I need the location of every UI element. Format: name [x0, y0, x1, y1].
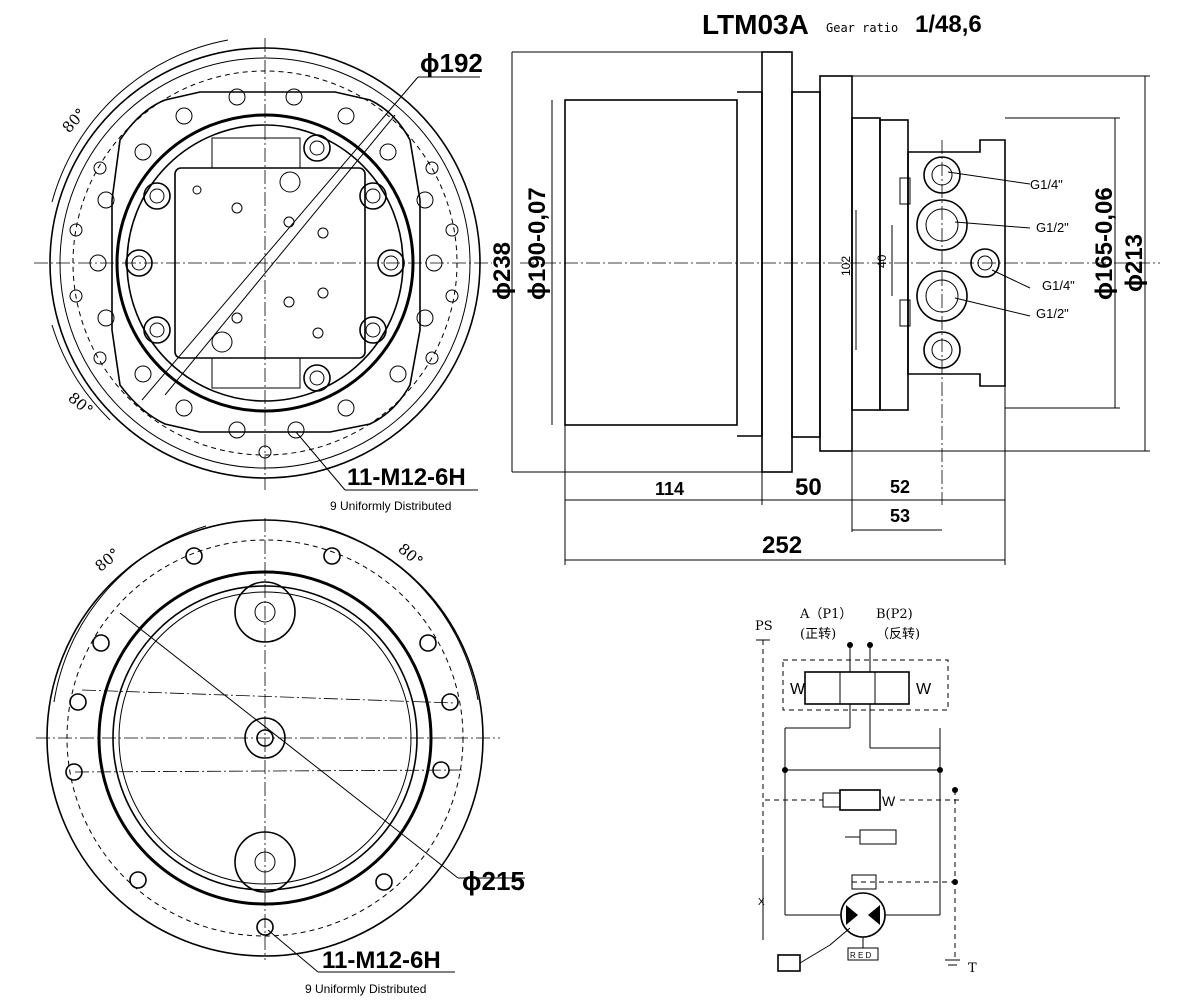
label-port-a-dir: (正转): [800, 627, 836, 642]
label-w-left: W: [790, 681, 806, 698]
dim-102: 102: [839, 256, 853, 276]
label-w-right: W: [916, 681, 932, 698]
label-ps: PS: [755, 619, 773, 634]
label-red: R E D: [850, 951, 872, 960]
dim-114: 114: [655, 479, 684, 499]
top-thread-note: 9 Uniformly Distributed: [330, 499, 451, 513]
port-g12-a: G1/2": [1036, 220, 1069, 235]
side-view: G1/4" G1/2" G1/4" G1/2" ϕ238 ϕ190-0,07 1…: [489, 51, 1160, 565]
label-port-a: A（P1）: [799, 607, 852, 622]
bottom-dim-215: ϕ215: [462, 866, 525, 896]
port-g12-b: G1/2": [1036, 306, 1069, 321]
inner-bolt-holes: [125, 134, 405, 392]
top-angle-lower: 80°: [65, 389, 97, 420]
hydraulic-schematic: PS A（P1） (正转) B(P2) （反转) W W W: [755, 607, 977, 976]
dim-238: ϕ238: [489, 242, 516, 300]
label-port-b-dir: （反转): [876, 627, 920, 642]
dim-52: 52: [890, 477, 910, 497]
gear-ratio-label: Gear ratio: [826, 21, 898, 35]
dim-252: 252: [762, 532, 802, 559]
dim-50: 50: [795, 474, 822, 501]
dim-165: ϕ165-0,06: [1091, 187, 1118, 300]
top-thread-label: 11-M12-6H: [347, 464, 466, 491]
hub-bolt-holes: [65, 547, 459, 936]
bottom-angle-left: 80°: [92, 544, 124, 575]
dim-53: 53: [890, 506, 910, 526]
model-name: LTM03A: [702, 9, 809, 40]
port-g14-b: G1/4": [1042, 278, 1075, 293]
port-g14-a: G1/4": [1030, 177, 1063, 192]
gear-ratio-value: 1/48,6: [915, 11, 982, 38]
outer-bolt-holes: [69, 88, 459, 459]
dim-40: 40: [875, 254, 889, 268]
label-x: X: [758, 897, 765, 908]
dim-213: ϕ213: [1121, 234, 1148, 292]
label-t: T: [968, 961, 977, 976]
bottom-view: ϕ215 80° 80° 11-M12-6H 9 Uniformly Distr…: [36, 518, 525, 996]
top-dim-192: ϕ192: [420, 48, 483, 78]
top-view: 80° 80° ϕ192 11-M12-6H 9 Uniformly Distr…: [34, 38, 492, 513]
dim-190: ϕ190-0,07: [524, 187, 551, 300]
title-block: LTM03A Gear ratio 1/48,6: [702, 9, 982, 40]
label-w-mid: W: [882, 793, 896, 809]
bottom-thread-label: 11-M12-6H: [322, 947, 441, 974]
label-port-b: B(P2): [876, 607, 913, 622]
bottom-thread-note: 9 Uniformly Distributed: [305, 982, 426, 996]
